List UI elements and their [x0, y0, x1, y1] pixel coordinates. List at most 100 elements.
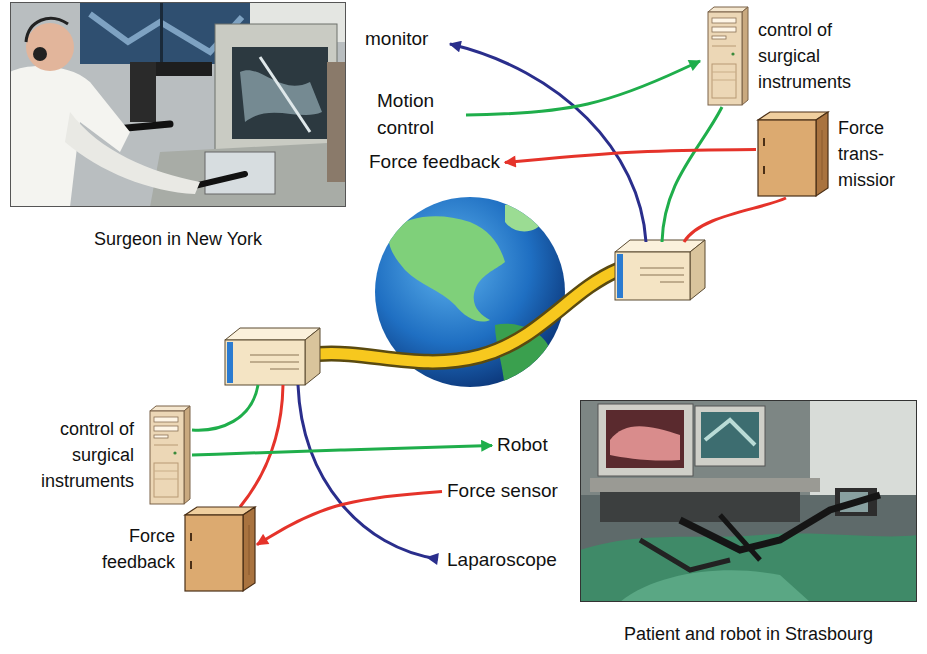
- signal-name: Force sensor: [447, 478, 558, 505]
- photo-panel: Patient and robot in Strasbourg: [580, 400, 917, 648]
- network-box-part: [225, 340, 305, 385]
- force-cabinet-part: [243, 507, 255, 591]
- signal-arrow: [192, 445, 492, 455]
- surgeon-photo-part: [26, 23, 74, 71]
- force-cabinet-part: [758, 120, 816, 196]
- network-box-part: [640, 268, 684, 269]
- photo-panel: Surgeon in New York: [10, 2, 346, 253]
- computer-tower-part: [154, 463, 178, 497]
- surgeon-photo-part: [215, 24, 337, 152]
- network-box: [615, 240, 705, 300]
- text-group: control of surgical instruments: [24, 416, 134, 494]
- operating-room-photo-part: [810, 400, 917, 495]
- signal-label: Force sensor: [442, 476, 563, 507]
- network-box-part: [617, 254, 623, 298]
- operating-room-photo-part: [620, 570, 810, 602]
- photo-caption: Surgeon in New York: [10, 227, 346, 253]
- computer-tower-part: [742, 7, 748, 105]
- surgeon-photo: [10, 2, 346, 207]
- text-group: Surgeon in New York: [10, 227, 346, 253]
- unit-label: Force feedback: [80, 523, 175, 575]
- surgeon-photo-part: [130, 62, 156, 122]
- computer-tower-part: [712, 72, 736, 73]
- operating-room-photo-part: [580, 400, 917, 602]
- force-cabinet: [183, 505, 257, 593]
- force-cabinet-part: [190, 561, 192, 569]
- force-cabinet-part: [763, 166, 765, 174]
- signal-name: Force feedback: [369, 149, 500, 176]
- network-box-part: [690, 240, 705, 300]
- operating-room-photo-part: [606, 410, 684, 468]
- surgeon-photo-part: [327, 62, 346, 182]
- signal-wire-part: [192, 385, 258, 430]
- text-group: Force sensor: [447, 478, 558, 505]
- network-link-band-part: [318, 270, 618, 362]
- photo-caption: Patient and robot in Strasbourg: [580, 622, 917, 648]
- text-group: monitor: [365, 26, 428, 53]
- surgeon-photo-part: [33, 47, 47, 61]
- computer-unit: control of surgical instruments: [24, 405, 192, 505]
- signal-label: Motion control: [372, 86, 466, 144]
- operating-room-photo-part: [640, 540, 730, 570]
- surgeon-photo-part: [11, 3, 346, 207]
- signal-label: Laparoscope: [442, 545, 562, 576]
- surgeon-photo-part: [26, 18, 68, 42]
- network-box-part: [640, 275, 684, 276]
- operating-room-photo-part: [701, 412, 759, 458]
- operating-room-photo-part: [600, 492, 800, 522]
- computer-tower-part: [712, 36, 726, 39]
- surgeon-photo-part: [150, 62, 212, 76]
- cabinet-unit: Force trans- missior: [756, 110, 912, 198]
- text-group: Force feedback: [80, 523, 175, 575]
- text-group: Force feedback: [369, 149, 500, 176]
- signal-wire-part: [450, 44, 646, 242]
- text-group: Patient and robot in Strasbourg: [580, 622, 917, 648]
- operating-room-photo-part: [695, 406, 765, 466]
- surgeon-photo-part: [10, 2, 346, 207]
- computer-tower-part: [712, 64, 736, 98]
- operating-room-photo-part: [680, 495, 880, 550]
- computer-tower-part: [712, 27, 736, 32]
- force-cabinet-part: [763, 138, 765, 146]
- computer-tower-part: [150, 406, 190, 411]
- network-box-part: [227, 342, 233, 383]
- computer-unit: control of surgical instruments: [700, 6, 878, 106]
- surgeon-photo-part: [65, 112, 200, 194]
- signal-wire-part: [240, 385, 283, 507]
- text-group: control of surgical instruments: [758, 17, 878, 95]
- force-cabinet: [756, 110, 830, 198]
- force-cabinet-part: [249, 525, 250, 575]
- computer-tower-part: [712, 80, 736, 81]
- computer-tower-part: [154, 445, 178, 446]
- computer-tower-part: [154, 426, 178, 431]
- operating-room-photo-part: [581, 401, 917, 602]
- signal-wire-part: [684, 198, 786, 242]
- signal-label: Robot: [492, 430, 553, 461]
- network-link-band-part: [318, 270, 618, 362]
- computer-tower: [142, 405, 192, 505]
- network-box-part: [225, 328, 320, 340]
- signal-name: monitor: [365, 26, 428, 53]
- computer-tower-part: [154, 471, 178, 472]
- computer-tower-part: [154, 417, 178, 422]
- signal-label: monitor: [360, 24, 433, 55]
- network-box-part: [250, 355, 299, 356]
- computer-tower-part: [712, 46, 736, 47]
- signal-name: Robot: [497, 432, 548, 459]
- signal-arrow: [466, 61, 700, 115]
- signal-arrow: [505, 150, 756, 163]
- surgeon-photo-part: [260, 57, 310, 132]
- signal-name: Motion control: [377, 88, 461, 142]
- text-group: Robot: [497, 432, 548, 459]
- operating-room-photo-part: [610, 426, 680, 460]
- computer-tower-part: [173, 451, 176, 454]
- network-link-band: [318, 270, 618, 362]
- text-group: Laparoscope: [447, 547, 557, 574]
- operating-room-photo-part: [580, 400, 917, 495]
- operating-room-photo-part: [590, 478, 820, 492]
- force-cabinet-part: [816, 112, 828, 196]
- globe-part: [389, 216, 505, 321]
- network-box-part: [660, 282, 684, 283]
- text-group: Force trans- missior: [838, 115, 912, 193]
- computer-tower-part: [708, 7, 748, 12]
